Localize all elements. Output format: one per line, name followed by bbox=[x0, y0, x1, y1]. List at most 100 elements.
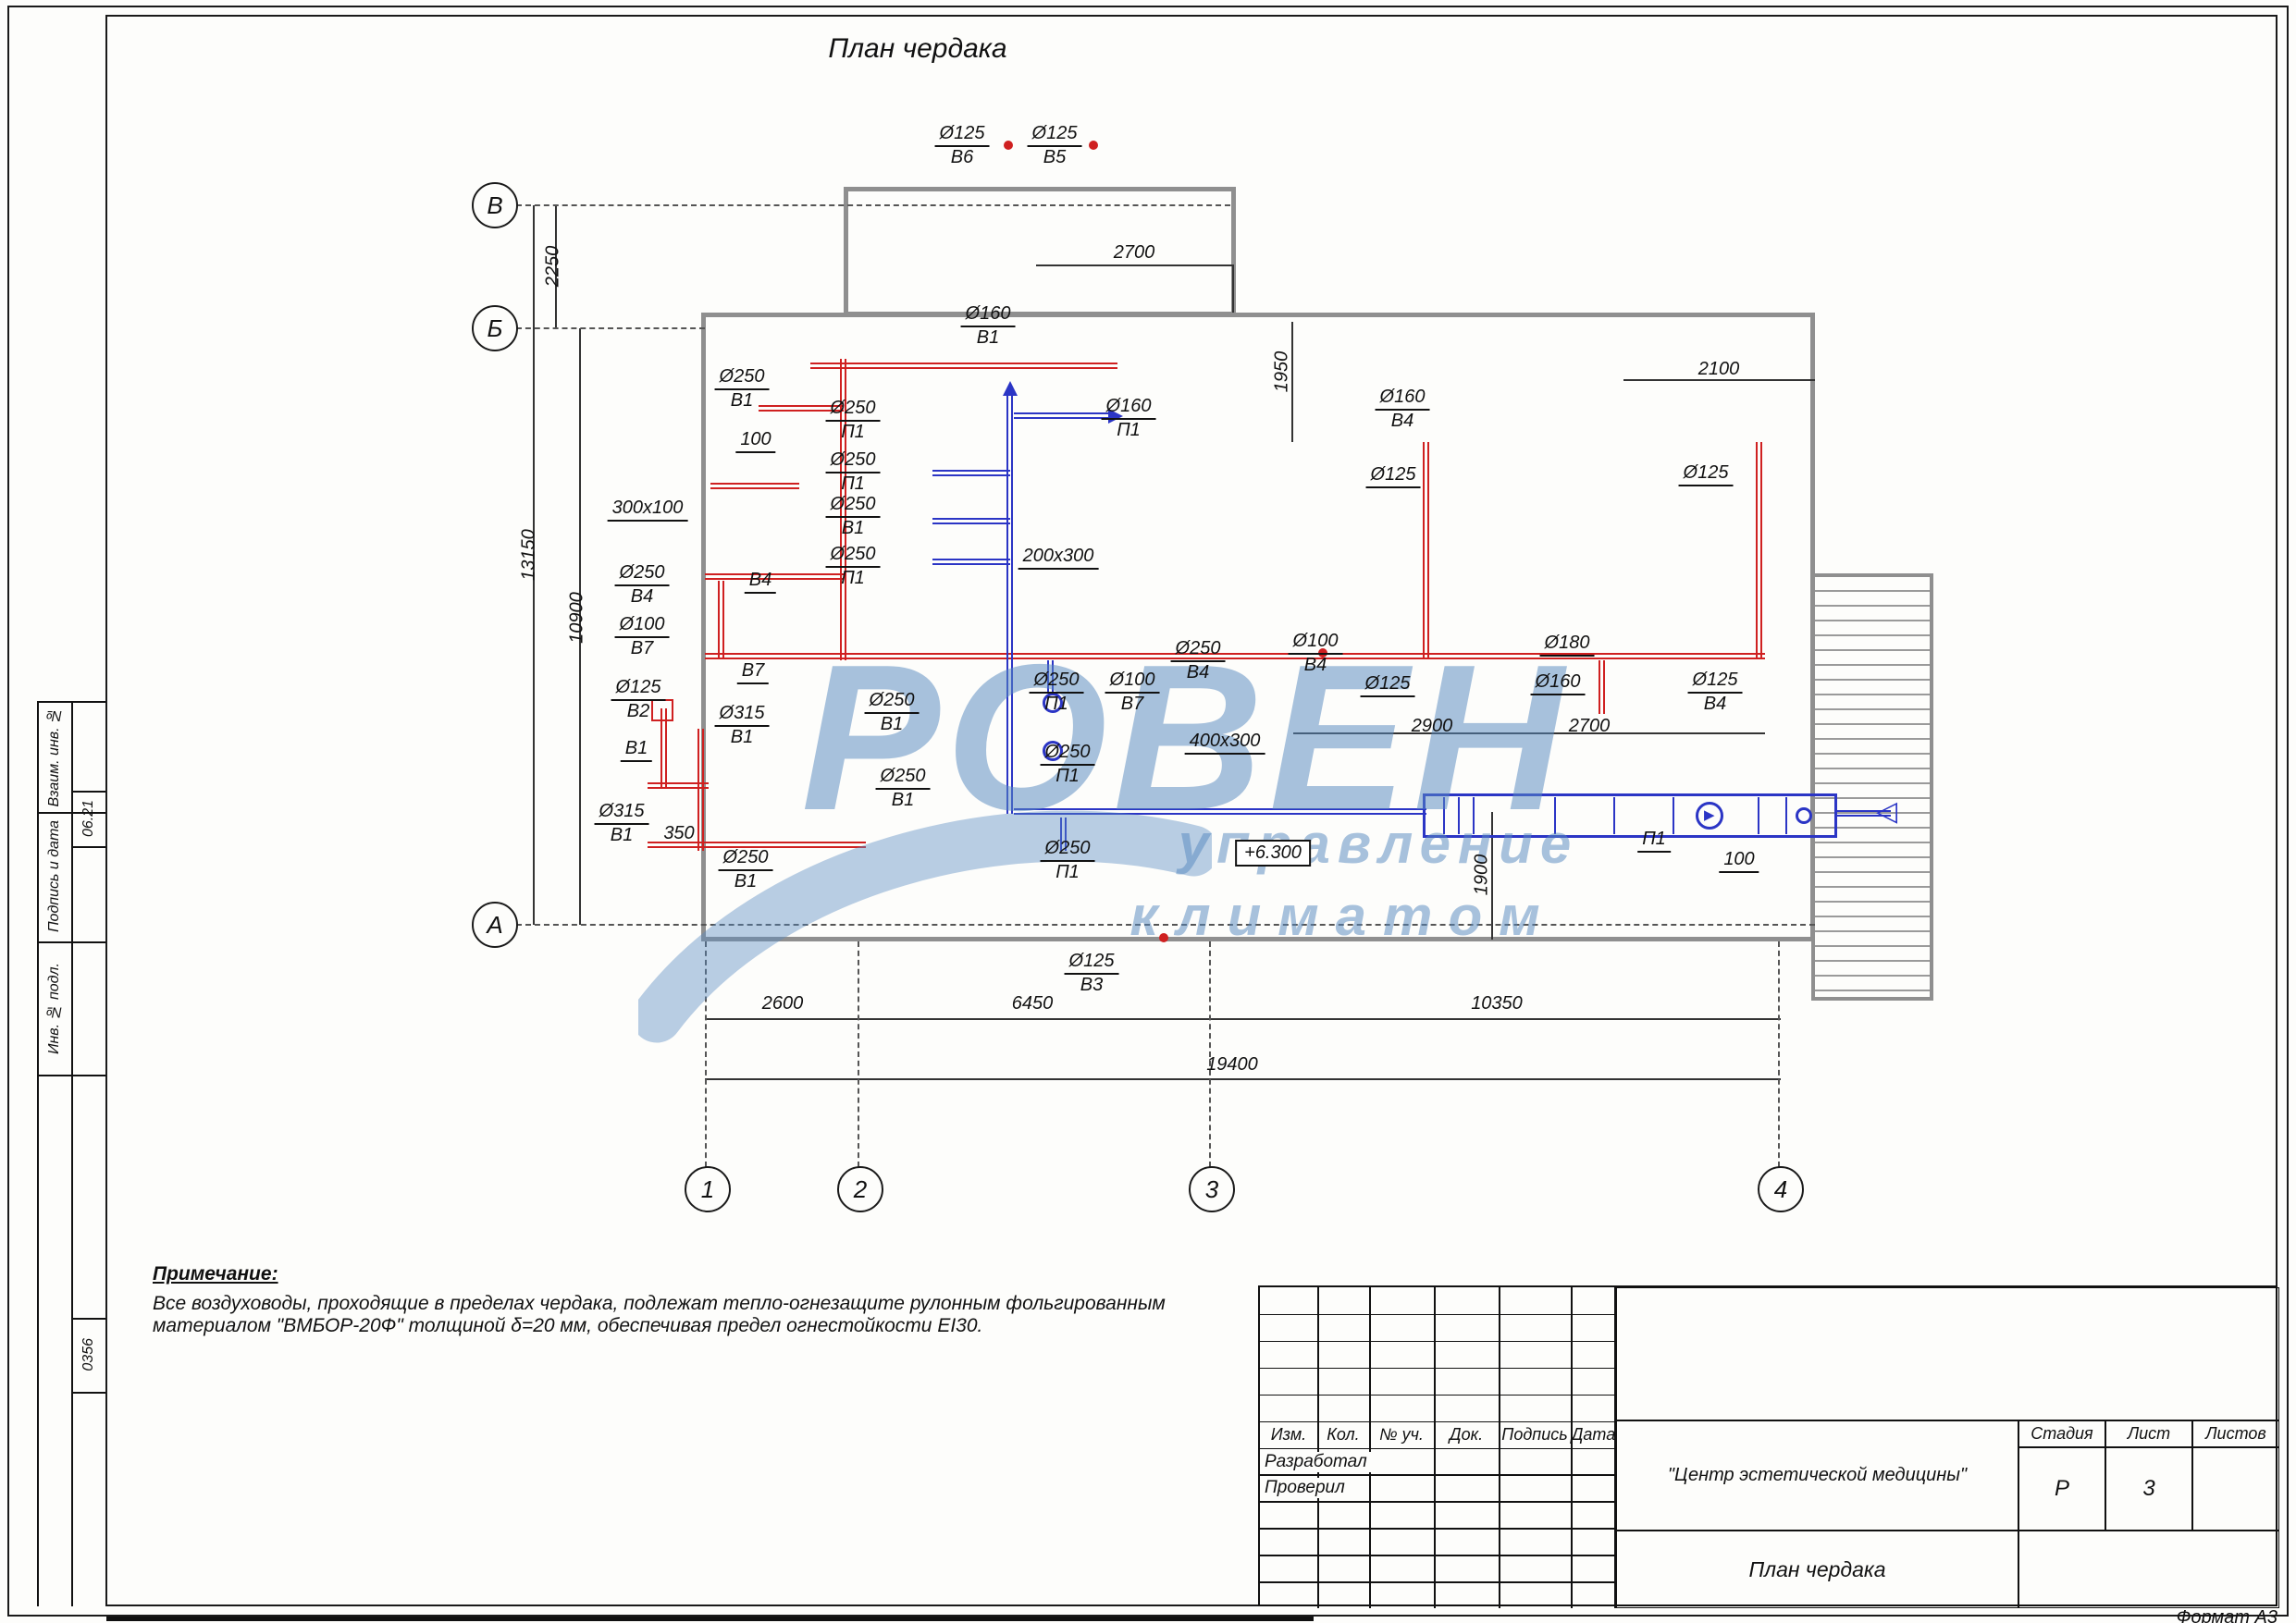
supply-duct bbox=[1837, 810, 1891, 817]
watermark-swoosh bbox=[638, 810, 1212, 1043]
damper-symbol bbox=[1696, 802, 1723, 830]
margin-value: 06.21 bbox=[80, 799, 96, 838]
exhaust-duct bbox=[648, 782, 709, 789]
dim-label: 350 bbox=[663, 823, 695, 843]
exhaust-duct bbox=[718, 581, 724, 658]
dim-label: Ø180 bbox=[1539, 633, 1595, 657]
dim-label: В4 bbox=[744, 570, 777, 594]
staircase bbox=[1811, 573, 1933, 1001]
duct-end-marker bbox=[1089, 141, 1098, 150]
project-name: "Центр эстетической медицины" bbox=[1667, 1465, 1968, 1485]
format-label: Формат А3 bbox=[2176, 1607, 2277, 1623]
dim-label: 400x300 bbox=[1184, 731, 1265, 755]
stamp-header: Кол. bbox=[1327, 1424, 1360, 1444]
stamp-grid-line bbox=[1260, 1394, 1616, 1396]
axis-col-label: 3 bbox=[1204, 1174, 1219, 1203]
drawing-frame bbox=[105, 15, 2277, 1606]
axis-row-bubble: Б bbox=[472, 305, 518, 351]
stamp-grid-line bbox=[1260, 1501, 1616, 1503]
margin-label: Подпись и дата bbox=[45, 820, 62, 933]
margin-line bbox=[71, 1318, 105, 1320]
stamp-grid-line bbox=[1260, 1474, 1616, 1476]
dim-label: 13150 bbox=[518, 529, 539, 581]
page-title: План чердака bbox=[828, 33, 1007, 64]
exhaust-duct bbox=[705, 653, 1765, 659]
wall-outline bbox=[844, 187, 1236, 316]
margin-label: Инв. № подл. bbox=[45, 962, 62, 1054]
axis-line bbox=[516, 204, 1230, 206]
arrow-icon bbox=[1108, 409, 1123, 424]
stamp-header: № уч. bbox=[1379, 1424, 1424, 1444]
axis-line bbox=[705, 941, 707, 1167]
damper-symbol bbox=[1043, 693, 1063, 713]
dim-label: 200x300 bbox=[1018, 546, 1099, 570]
drawing-title-cell: План чердака bbox=[1616, 1531, 2018, 1608]
dimension-line bbox=[705, 1018, 1781, 1020]
stamp-grid-line bbox=[1571, 1287, 1573, 1608]
outer-border bbox=[7, 6, 2289, 1617]
stamp-grid-line bbox=[1260, 1367, 1616, 1370]
axis-line bbox=[516, 924, 1815, 926]
supply-duct bbox=[1047, 660, 1054, 694]
margin-cell: Взаим. инв. № bbox=[37, 703, 71, 812]
ahu-divider bbox=[1554, 797, 1556, 834]
duct-end-marker bbox=[1159, 933, 1168, 942]
exhaust-duct bbox=[660, 708, 667, 788]
axis-col-label: 4 bbox=[1773, 1174, 1788, 1203]
note-block: Примечание: Все воздуховоды, проходящие … bbox=[153, 1263, 1166, 1337]
margin-line bbox=[71, 846, 105, 848]
dim-label: П1 bbox=[1637, 829, 1671, 853]
stage-label: Стадия bbox=[2031, 1424, 2093, 1443]
stamp-empty-cell bbox=[1616, 1287, 2279, 1420]
dim-label: 2700 bbox=[1568, 716, 1611, 736]
margin-cell: 0356 bbox=[71, 1318, 105, 1392]
stamp-header: Док. bbox=[1449, 1424, 1484, 1444]
dim-label: 6450 bbox=[1011, 993, 1054, 1014]
scan-edge bbox=[106, 1617, 1314, 1621]
dimension-line bbox=[579, 328, 581, 925]
margin-line bbox=[37, 812, 105, 814]
supply-duct bbox=[1006, 396, 1013, 814]
dim-label: 2250 bbox=[542, 245, 563, 288]
margin-line bbox=[71, 791, 105, 793]
axis-row-label: В bbox=[487, 191, 503, 219]
stamp-header: Изм. bbox=[1270, 1424, 1307, 1444]
stamp-grid-line bbox=[1369, 1287, 1371, 1608]
dim-label: Ø125 bbox=[1365, 464, 1421, 488]
axis-row-bubble: В bbox=[472, 182, 518, 228]
sheets-header-cell: Листов bbox=[2192, 1420, 2279, 1447]
dim-label: 100 bbox=[1719, 849, 1759, 873]
exhaust-duct bbox=[1756, 442, 1762, 658]
dimension-line bbox=[1291, 322, 1293, 442]
damper-symbol bbox=[1796, 807, 1812, 824]
margin-line bbox=[37, 941, 105, 943]
margin-cell: 06.21 bbox=[71, 791, 105, 846]
axis-col-bubble: 2 bbox=[837, 1166, 883, 1212]
duct-end-marker bbox=[1004, 141, 1013, 150]
exhaust-duct bbox=[840, 359, 846, 660]
note-heading: Примечание: bbox=[153, 1263, 278, 1285]
ahu-divider bbox=[1785, 797, 1787, 834]
dim-label: 2600 bbox=[761, 993, 804, 1014]
stamp-grid-line bbox=[1499, 1287, 1500, 1608]
sheet-header-cell: Лист bbox=[2105, 1420, 2192, 1447]
dim-label: 1900 bbox=[1471, 854, 1492, 896]
margin-line bbox=[37, 701, 105, 703]
stamp-grid-line bbox=[1260, 1528, 1616, 1530]
stamp-grid-line bbox=[1260, 1555, 1616, 1556]
